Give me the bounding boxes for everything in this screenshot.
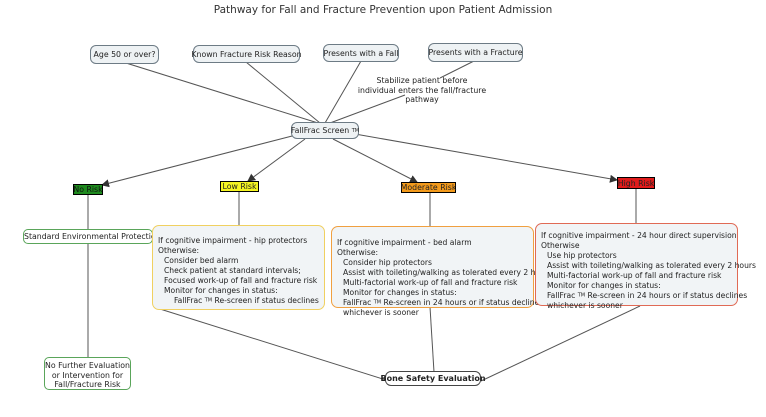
moderate-card-line-5: Multi-factorial work-up of fall and frac…	[343, 278, 518, 288]
no-further-line1: No Further Evaluation	[45, 361, 130, 370]
connector-screen-low	[247, 138, 306, 182]
node-no-further-evaluation[interactable]: No Further Evaluation or Intervention fo…	[44, 357, 131, 390]
moderate-card-line-2: Otherwise:	[337, 248, 379, 258]
node-standard-environmental-protection[interactable]: Standard Environmental Protection	[23, 229, 161, 244]
low-risk-card: If cognitive impairment - hip protectors…	[152, 225, 325, 310]
connector-screen-moderate	[332, 138, 418, 183]
low-card-line-7b: Re-screen if status declines	[212, 296, 319, 306]
high-card-line-7b: Re-screen in 24 hours or if status decli…	[585, 291, 748, 301]
node-presents-fracture[interactable]: Presents with a Fracture	[428, 43, 523, 62]
connector-fracture-stabilize	[439, 60, 475, 79]
high-card-line-7: FallFrac TM Re-screen in 24 hours or if …	[541, 291, 747, 301]
node-fallfrac-screen[interactable]: FallFrac Screen TM	[291, 122, 359, 139]
connector-low-bone	[159, 308, 387, 381]
risk-moderate[interactable]: Moderate Risk	[401, 182, 456, 193]
standard-protection-label: Standard Environmental Protection	[24, 232, 161, 241]
low-card-line-2: Otherwise:	[158, 246, 200, 256]
low-card-line-7: FallFrac TM Re-screen if status declines	[158, 296, 319, 306]
connector-age-screen	[125, 62, 319, 124]
connector-screen-no	[101, 134, 297, 188]
risk-low-label: Low Risk	[222, 182, 257, 191]
moderate-card-line-4: Assist with toileting/walking as tolerat…	[343, 268, 552, 278]
low-card-line-5: Focused work-up of fall and fracture ris…	[164, 276, 318, 286]
low-card-tm: TM	[204, 297, 213, 304]
moderate-card-line-7a: FallFrac	[343, 298, 372, 308]
low-card-line-7a: FallFrac	[174, 296, 203, 306]
moderate-card-line-7: FallFrac TM Re-screen in 24 hours or if …	[337, 298, 543, 308]
stabilize-note-line1: Stabilize patient before	[376, 76, 468, 85]
moderate-card-line-3: Consider hip protectors	[343, 258, 432, 268]
risk-high[interactable]: High Risk	[617, 177, 655, 189]
connector-fall-screen	[324, 60, 362, 124]
connector-high-bone	[480, 305, 641, 382]
high-card-line-8: whichever is sooner	[547, 301, 623, 311]
node-presents-fall[interactable]: Presents with a Fall	[323, 44, 399, 62]
moderate-risk-card: If cognitive impairment - bed alarm Othe…	[331, 226, 552, 317]
high-card-line-2: Otherwise	[541, 241, 580, 251]
low-card-line-6: Monitor for changes in status:	[164, 286, 278, 296]
node-bone-safety-evaluation[interactable]: Bone Safety Evaluation	[380, 371, 486, 386]
risk-moderate-label: Moderate Risk	[400, 183, 457, 192]
moderate-card-line-1: If cognitive impairment - bed alarm	[337, 238, 472, 247]
moderate-card-tm: TM	[373, 299, 382, 306]
connector-moderate-bone	[429, 306, 435, 373]
node-presents-fall-label: Presents with a Fall	[323, 48, 399, 58]
high-card-line-4: Assist with toileting/walking as tolerat…	[547, 261, 756, 271]
moderate-card-line-7b: Re-screen in 24 hours or if status decli…	[381, 298, 544, 308]
moderate-card-line-8: whichever is sooner	[343, 308, 419, 318]
risk-no-label: No Risk	[73, 185, 103, 194]
stabilize-note: Stabilize patient before individual ente…	[342, 76, 502, 105]
risk-low[interactable]: Low Risk	[220, 181, 259, 192]
node-age-50-label: Age 50 or over?	[93, 50, 156, 59]
no-further-line3: Fall/Fracture Risk	[54, 380, 121, 390]
no-further-line2: or Intervention for	[51, 370, 124, 380]
node-known-fracture-risk[interactable]: Known Fracture Risk Reason	[191, 45, 302, 63]
node-age-50[interactable]: Age 50 or over?	[90, 45, 159, 64]
high-card-line-3: Use hip protectors	[547, 251, 617, 261]
connector-screen-high	[354, 133, 618, 183]
connector-stabilize-screen	[329, 94, 406, 124]
risk-high-label: High Risk	[617, 178, 655, 188]
low-card-line-1: If cognitive impairment - hip protectors	[158, 236, 308, 245]
high-card-tm: TM	[577, 292, 586, 299]
bone-safety-label: Bone Safety Evaluation	[380, 374, 486, 383]
node-known-fracture-risk-label: Known Fracture Risk Reason	[191, 49, 302, 59]
low-card-line-4: Check patient at standard intervals;	[164, 266, 301, 276]
high-card-line-1: If cognitive impairment - 24 hour direct…	[541, 231, 737, 240]
node-presents-fracture-label: Presents with a Fracture	[428, 48, 523, 57]
low-card-line-3: Consider bed alarm	[164, 256, 239, 266]
page-title: Pathway for Fall and Fracture Prevention…	[213, 4, 553, 16]
moderate-card-line-6: Monitor for changes in status:	[343, 288, 457, 298]
high-card-line-6: Monitor for changes in status:	[547, 281, 661, 291]
high-risk-card: If cognitive impairment - 24 hour direct…	[535, 223, 756, 310]
connector-known-screen	[245, 61, 321, 124]
high-card-line-5: Multi-factorial work-up of fall and frac…	[547, 271, 722, 281]
trademark-mark: TM	[351, 127, 360, 134]
risk-no[interactable]: No Risk	[73, 184, 103, 195]
stabilize-note-line2: individual enters the fall/fracture path…	[357, 85, 487, 105]
high-card-line-7a: FallFrac	[547, 291, 576, 301]
node-fallfrac-screen-label: FallFrac Screen	[290, 126, 350, 135]
